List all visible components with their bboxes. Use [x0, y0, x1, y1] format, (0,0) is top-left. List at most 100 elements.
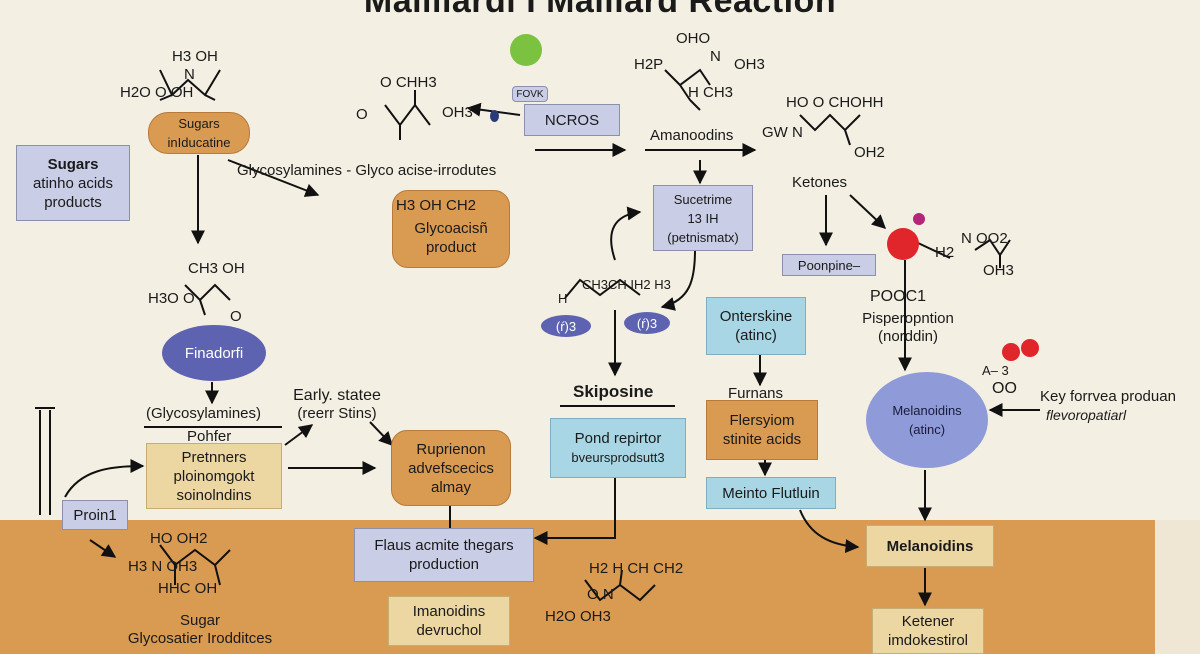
bond-lines-m10 [584, 569, 656, 602]
box-melanoidins: Melanoidins [866, 525, 994, 567]
red-dot-small-1 [1002, 343, 1020, 361]
label-early-state: Early. statee (reerr Stins) [282, 387, 392, 423]
diagram-title: Mailliardi I Maillard Reaction [363, 0, 837, 20]
box-finadorfi-label: Finadorfi [184, 344, 244, 362]
box-finadorfi: Finadorfi [162, 325, 266, 381]
red-dot-main [887, 228, 919, 260]
box-proin1-label: Proin1 [73, 506, 117, 524]
tag-fovk: FOVK [512, 86, 548, 102]
box-sugars-amino-line-2: atinho acids [32, 174, 114, 192]
chem-m8-line-1: N OO2 [961, 230, 1008, 247]
box-onterskine: Onterskine (atinc) [706, 297, 806, 355]
chem-m9-line-3: HHC OH [158, 580, 218, 597]
pill-right: (ŕ)3 [624, 312, 670, 334]
chem-m2: O CHH3 O OH3 [352, 74, 473, 123]
bond-lines-m8 [974, 238, 1011, 268]
label-key-forv: Key forrvea produan flevoropatiarl [1040, 388, 1176, 424]
chem-m9-line-1: HO OH2 [150, 530, 208, 547]
arrow-proin-curve [64, 459, 145, 498]
bond-lines-m1 [159, 69, 221, 101]
magenta-dot [913, 213, 925, 225]
bond-line-sidetube [35, 407, 55, 515]
bond-lines-m3 [664, 68, 711, 111]
box-pond-line-1: Pond repirtor [574, 430, 662, 447]
box-poonpine: Poonpine– [782, 254, 876, 276]
bond-lines-m5 [184, 283, 231, 316]
pill-left: (ŕ)3 [541, 315, 591, 337]
chem-m8-line-3: OH3 [983, 262, 1014, 279]
chem-m3-line-3: H2P [634, 56, 664, 73]
bond-lines-m4 [799, 113, 861, 146]
label-pohfer: Pohfer [187, 428, 232, 445]
box-glycoacid-line-2: product [425, 239, 477, 256]
chem-m1-line-1: H3 OH [172, 48, 218, 65]
chem-m1-line-3: H2O O OH [120, 84, 194, 101]
box-poonpine-label: Poonpine– [797, 257, 861, 273]
label-pisperopn: Pisperopntion (norddin) [848, 310, 968, 346]
box-sucetrime-line-1: Sucetrime [673, 191, 733, 207]
box-meinto-label: Meinto Flutluin [722, 484, 820, 502]
bond-lines-m9 [159, 544, 231, 586]
arrow-meinto-mela [799, 509, 860, 554]
box-sugars-induc-line-2: inIducatine [167, 135, 231, 150]
chem-m9: HO OH2 H3 N OH3 HHC OH [128, 530, 217, 598]
box-flersyiom-line-1: Flersyiom [729, 412, 795, 429]
chem-m3-line-5: H CH3 [688, 84, 734, 101]
box-flaus-line-1: Flaus acmite thegars [374, 537, 514, 554]
chem-m6: H3 OH CH2 [396, 197, 476, 215]
box-flaus-line-2: production [408, 556, 480, 573]
label-sugar-gly-line-2: Glycosatier Irodditces [127, 630, 273, 647]
chem-m3-line-4: OH3 [734, 56, 765, 73]
chem-m4-line-2: GW N [762, 124, 803, 141]
chem-m8: N OO2 H2 OH3 [935, 230, 1014, 280]
box-mela-blob-line-2: (atinc) [908, 422, 946, 437]
ground-edge [1155, 520, 1200, 654]
arrow-sugars-glyco [227, 159, 320, 197]
box-flersyiom-line-2: stinite acids [722, 431, 802, 448]
label-early-state-line-1: Early. statee [293, 387, 381, 404]
box-sucetrime-line-2: 13 IH [687, 210, 719, 226]
box-ketener: Ketener imdokestirol [872, 608, 984, 654]
skiposine-underline [560, 405, 675, 407]
box-onterskine-line-2: (atinc) [735, 327, 777, 344]
label-a3oo-line-1: A– 3 [982, 363, 1009, 378]
box-flersyiom: Flersyiom stinite acids [706, 400, 818, 460]
chem-m2-line-3: OH3 [442, 104, 473, 121]
chem-m10-line-1: H2 H CH CH2 [589, 560, 684, 577]
box-pretnners: Pretnners ploinomgokt soinolndins [146, 443, 282, 509]
chem-m2-line-2: O [356, 106, 368, 123]
box-ncros-label: NCROS [544, 111, 600, 129]
label-skiposine: Skiposine [573, 382, 654, 401]
box-ruprienon-line-1: Ruprienon [416, 440, 486, 458]
box-melanoidins-blob: Melanoidins (atinc) [866, 372, 988, 468]
label-key-forv-line-2: flevoropatiarl [1046, 407, 1127, 423]
chem-m3-line-2: N [710, 48, 721, 65]
label-furnans: Furnans [728, 385, 784, 402]
chem-m6-line-1: H3 OH CH2 [396, 197, 477, 214]
chem-m8-line-2: H2 [935, 244, 955, 261]
box-proin1: Proin1 [62, 500, 128, 530]
label-ketones: Ketones [792, 174, 848, 191]
label-a3oo-line-2: OO [992, 380, 1017, 397]
chem-m2-line-1: O CHH3 [380, 74, 437, 91]
box-melanoidins-label: Melanoidins [886, 537, 974, 555]
box-imanoidins-line-2: devruchol [416, 622, 482, 639]
arrow-loop-up [610, 206, 642, 261]
box-ketener-line-2: imdokestirol [887, 632, 969, 649]
label-pooc1: POOC1 [870, 288, 927, 305]
box-meinto: Meinto Flutluin [706, 477, 836, 509]
label-a3oo: A– 3 OO [982, 362, 1017, 398]
box-ncros: NCROS [524, 104, 620, 136]
arrow-red-nh [917, 242, 951, 259]
chem-m3: OHO N H2P OH3 H CH3 [634, 30, 765, 102]
box-glycoacid-product: Glycoacisñ product [392, 190, 510, 268]
box-sugars-induc-line-1: Sugars [178, 116, 220, 131]
chem-m9-line-2: H3 N OH3 [128, 558, 198, 575]
box-sugars-amino-line-3: products [44, 193, 102, 211]
box-imanoidins: Imanoidins devruchol [388, 596, 510, 646]
box-pretnners-line-1: Pretnners [181, 448, 247, 466]
chem-m4-line-1: HO O CHOHH [786, 94, 884, 111]
box-pretnners-line-3: soinolndins [176, 486, 252, 504]
box-sucetrime-line-3: (petnismatx) [667, 229, 739, 245]
chem-m10-line-2: O N [587, 586, 614, 603]
